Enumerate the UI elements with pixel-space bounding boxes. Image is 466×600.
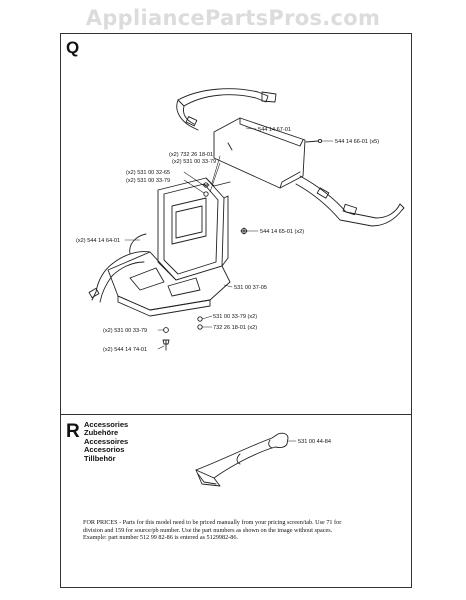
section-divider bbox=[60, 414, 412, 415]
part-label: (x2) 531 00 33-79 bbox=[126, 178, 170, 184]
diagram-frame bbox=[60, 33, 412, 588]
part-label: (x2) 732 26 18-01 bbox=[169, 152, 213, 158]
shoulder-strap-upper bbox=[176, 88, 277, 131]
accessories-heading-line: Accessoires bbox=[84, 436, 129, 446]
backpack-frame bbox=[88, 177, 231, 317]
accessories-heading-line: Zubehöre bbox=[84, 428, 119, 438]
pricing-note-line: FOR PRICES - Parts for this model need t… bbox=[83, 519, 342, 526]
accessory-strap bbox=[195, 432, 289, 487]
fasteners bbox=[162, 138, 323, 351]
part-label: (x2) 531 00 32-65 bbox=[126, 170, 170, 176]
section-letter-r: R bbox=[66, 421, 80, 442]
accessories-heading-line: Accesorios bbox=[84, 445, 125, 455]
accessories-heading-line: Tillbehör bbox=[84, 453, 116, 463]
part-label: (x2) 531 00 33-79 bbox=[172, 159, 216, 165]
accessories-heading-line: Accessories bbox=[84, 420, 129, 429]
watermark: AppliancePartsPros.com bbox=[85, 6, 381, 30]
part-label: 544 14 66-01 (x5) bbox=[335, 139, 379, 145]
part-label: (x2) 544 14 74-01 bbox=[103, 347, 147, 353]
section-letter-q: Q bbox=[66, 38, 80, 57]
part-label: 531 00 37-05 bbox=[234, 285, 267, 291]
leader-lines bbox=[124, 127, 334, 442]
accessories-heading: Accessories Zubehöre Accessoires Accesor… bbox=[84, 420, 129, 463]
pricing-note-line: division and 159 for source/pb number. U… bbox=[83, 526, 333, 534]
pricing-note: FOR PRICES - Parts for this model need t… bbox=[83, 519, 383, 542]
part-labels: 544 14 67-01 544 14 66-01 (x5) (x2) 732 … bbox=[76, 127, 379, 445]
part-label: 544 14 67-01 bbox=[258, 127, 291, 133]
back-pad-plate bbox=[213, 117, 306, 189]
part-label: 732 26 18-01 (x2) bbox=[213, 325, 257, 331]
part-label: 531 00 44-84 bbox=[298, 439, 331, 445]
shoulder-strap-lower bbox=[295, 175, 405, 227]
pricing-note-line: Example: part number 512 99 82-86 is ent… bbox=[83, 534, 238, 542]
part-label: (x2) 531 00 33-79 bbox=[103, 328, 147, 334]
part-label: 531 00 33-79 (x2) bbox=[213, 314, 257, 320]
part-label: (x2) 544 14 64-01 bbox=[76, 238, 120, 244]
part-label: 544 14 65-01 (x2) bbox=[260, 229, 304, 235]
